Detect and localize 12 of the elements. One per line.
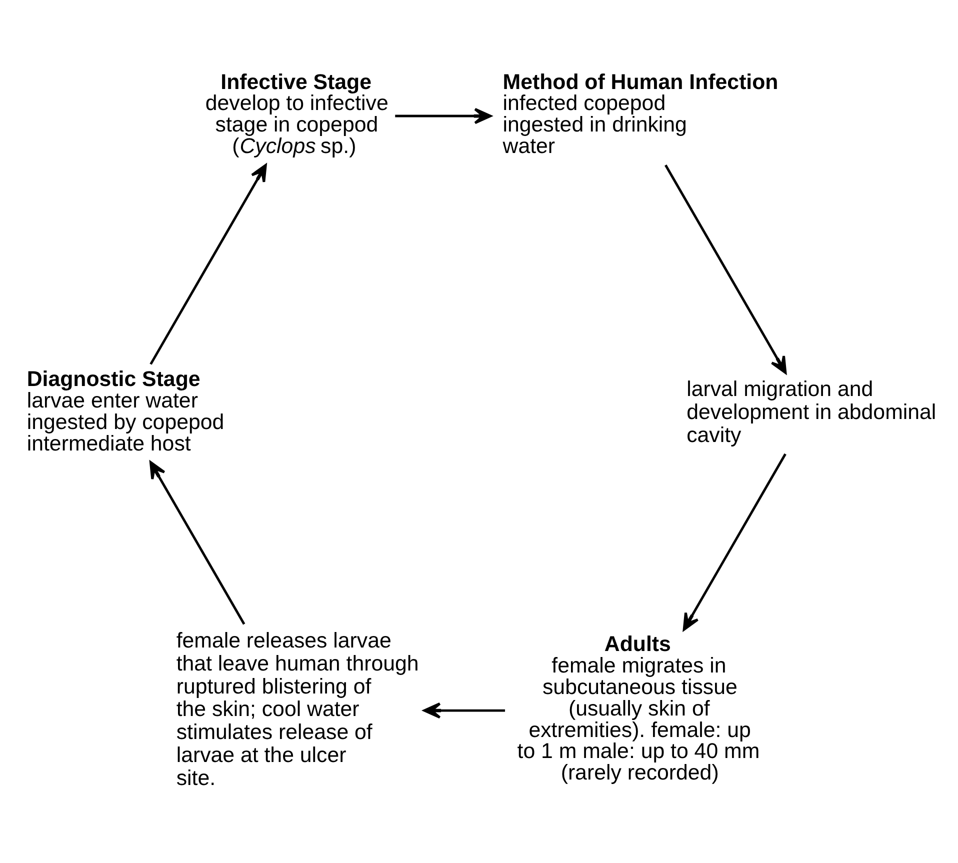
node-text: Infective Stage develop to infective stage in copepod (Cyclops sp.) [205, 69, 388, 158]
node-text: Method of Human Infection infected copepod ingested in drinking water [502, 69, 778, 158]
node-text: Diagnostic Stage larvae enter water ingested by copepod intermediate host [26, 366, 224, 455]
node-text: larval migration and development in abdominal cavity [686, 376, 936, 446]
node-text: female releases larvae that leave human through ruptured blistering of the skin; cool water stimulates release of larvae at the ulcer site. [176, 628, 419, 790]
arrow [682, 452, 786, 630]
arrow [395, 107, 492, 124]
node-text: Adults female migrates in subcutaneous tissue (usually skin of extremities). female: up to 1 m male: up to 40 mm (rarely recorded) [517, 632, 760, 784]
arrow [664, 164, 787, 374]
arrow [150, 163, 267, 364]
arrow [423, 702, 506, 718]
arrow [149, 460, 246, 624]
